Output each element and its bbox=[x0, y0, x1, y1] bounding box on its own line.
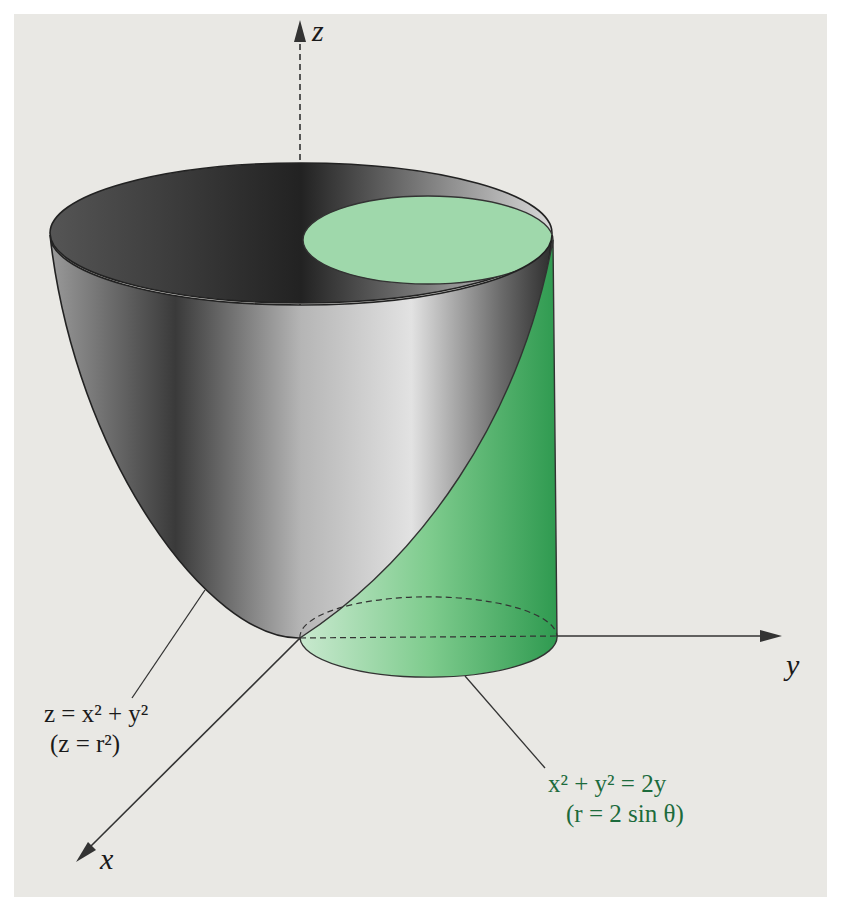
axis-label: z bbox=[312, 14, 324, 48]
equation-label: x² + y² = 2y bbox=[548, 770, 666, 798]
leader-line bbox=[465, 676, 545, 768]
y-axis bbox=[557, 635, 770, 637]
equation-label: z = x² + y² bbox=[44, 700, 148, 728]
cylinder bbox=[300, 240, 557, 677]
cylinder-base-hidden bbox=[300, 597, 557, 638]
arrowhead bbox=[294, 20, 306, 42]
axis-label: x bbox=[100, 842, 113, 876]
paper bbox=[14, 14, 827, 897]
paraboloid-rim bbox=[50, 163, 552, 303]
axis-label: y bbox=[786, 648, 799, 682]
arrowhead bbox=[760, 630, 782, 642]
arrowhead bbox=[76, 842, 96, 862]
equation-label: (r = 2 sin θ) bbox=[566, 800, 684, 828]
equation-label: (z = r²) bbox=[50, 730, 120, 758]
leader-line bbox=[132, 590, 205, 698]
y-axis-hidden bbox=[300, 636, 557, 638]
